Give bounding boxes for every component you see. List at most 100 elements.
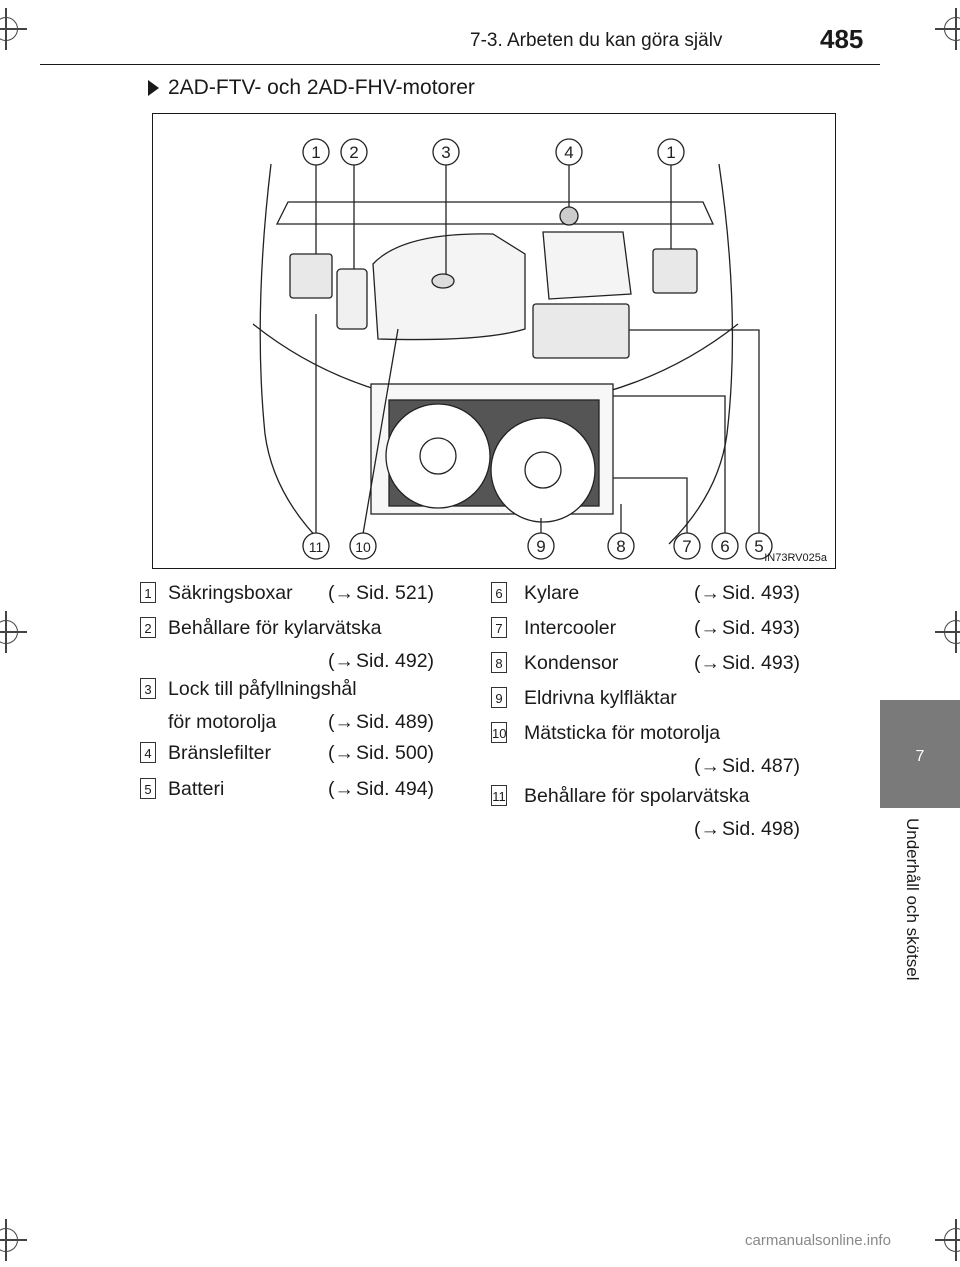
legend-badge: 9 — [491, 687, 507, 708]
right-fender-line — [668, 163, 734, 545]
ref-open-paren: ( — [328, 778, 335, 800]
ref-open-paren: ( — [328, 742, 335, 764]
legend-label: Kylare — [524, 582, 580, 604]
crop-mark-mr — [935, 611, 960, 653]
crop-mark-tl — [0, 8, 27, 50]
legend-page-ref: (→Sid. 494) — [328, 776, 434, 802]
legend-badge: 4 — [140, 742, 156, 763]
callout-bottom-circle-1 — [349, 532, 377, 560]
legend-label: Batteri — [168, 778, 225, 800]
callout-top-label-0: 1 — [311, 143, 320, 162]
legend-badge: 11 — [491, 785, 507, 806]
chapter-title: Underhåll och skötsel — [903, 818, 922, 981]
arrow-right-icon: → — [334, 650, 355, 672]
callout-bottom-circle-6 — [745, 532, 773, 560]
callout-bottom-circle-2 — [527, 532, 555, 560]
arrow-right-icon: → — [700, 652, 721, 674]
legend-label: Eldrivna kylfläktar — [524, 687, 677, 709]
callout-bottom-circle-0 — [302, 532, 330, 560]
callout-top-circle-4 — [657, 138, 685, 166]
callout-bottom-circle-4 — [673, 532, 701, 560]
callout-top-circle-0 — [302, 138, 330, 166]
legend-page-ref: (→Sid. 489) — [328, 709, 434, 735]
ref-page: Sid. 493) — [722, 617, 801, 639]
legend-label: Behållare för spolarvätska — [524, 785, 750, 807]
chapter-number: 7 — [915, 748, 925, 765]
figure-code: IN73RV025a — [764, 552, 827, 564]
callout-bottom-label-2: 9 — [536, 537, 545, 556]
legend-badge: 6 — [491, 582, 507, 603]
arrow-right-icon: → — [334, 742, 355, 764]
callout-top-label-2: 3 — [441, 143, 450, 162]
legend-badge: 10 — [491, 722, 507, 743]
callout-bottom-circle-5 — [711, 532, 739, 560]
callout-bottom-label-3: 8 — [616, 537, 625, 556]
legend-label-line2: för motorolja — [168, 711, 277, 733]
callout-bottom-label-5: 6 — [720, 537, 729, 556]
callout-bottom-circle-3 — [607, 532, 635, 560]
fuse-box-right — [652, 248, 698, 294]
coolant-reservoir — [336, 268, 368, 330]
ref-open-paren: ( — [694, 582, 701, 604]
header-divider — [40, 64, 880, 65]
callout-top-circle-1 — [340, 138, 368, 166]
ref-open-paren: ( — [694, 818, 701, 840]
leader-7 — [613, 477, 688, 534]
arrow-right-icon: → — [700, 818, 721, 840]
legend-badge: 8 — [491, 652, 507, 673]
crop-mark-tr — [935, 8, 960, 50]
ref-page: Sid. 500) — [356, 742, 435, 764]
ref-open-paren: ( — [694, 617, 701, 639]
ref-page: Sid. 487) — [722, 755, 801, 777]
callout-top-label-3: 4 — [564, 143, 573, 162]
legend-page-ref: (→Sid. 521) — [328, 580, 434, 606]
callout-top-circle-3 — [555, 138, 583, 166]
fan-hub-left — [419, 437, 457, 475]
ref-open-paren: ( — [328, 711, 335, 733]
legend-badge: 2 — [140, 617, 156, 638]
arrow-right-icon: → — [334, 711, 355, 733]
ref-open-paren: ( — [694, 652, 701, 674]
cowl-panel — [275, 201, 715, 225]
arrow-right-icon: → — [334, 778, 355, 800]
legend-label: Bränslefilter — [168, 742, 271, 764]
leader-10 — [362, 328, 399, 535]
legend-label: Mätsticka för motorolja — [524, 722, 721, 744]
legend-page-ref: (→Sid. 493) — [694, 615, 800, 641]
callout-top-circle-2 — [432, 138, 460, 166]
arrow-right-icon: → — [700, 617, 721, 639]
battery — [532, 303, 630, 359]
ref-page: Sid. 493) — [722, 582, 801, 604]
section-title: 7-3. Arbeten du kan göra själv — [470, 30, 723, 51]
ref-page: Sid. 521) — [356, 582, 435, 604]
ref-open-paren: ( — [694, 755, 701, 777]
fuse-box-left — [289, 253, 333, 299]
crop-mark-bl — [0, 1219, 27, 1261]
legend-label: Kondensor — [524, 652, 619, 674]
footer-watermark: carmanualsonline.info — [745, 1232, 891, 1249]
air-cleaner — [542, 231, 632, 300]
callout-bottom-label-1: 10 — [355, 539, 371, 555]
fan-hub-right — [524, 451, 562, 489]
legend-page-ref: (→Sid. 493) — [694, 580, 800, 606]
crop-mark-ml — [0, 611, 27, 653]
legend-page-ref: (→Sid. 493) — [694, 650, 800, 676]
crop-mark-br — [935, 1219, 960, 1261]
legend-label: Säkringsboxar — [168, 582, 293, 604]
ref-open-paren: ( — [328, 582, 335, 604]
ref-page: Sid. 498) — [722, 818, 801, 840]
ref-page: Sid. 494) — [356, 778, 435, 800]
callout-bottom-label-0: 11 — [309, 539, 324, 555]
leader-5 — [629, 329, 760, 534]
ref-page: Sid. 492) — [356, 650, 435, 672]
legend-badge: 7 — [491, 617, 507, 638]
leader-6 — [613, 395, 726, 534]
ref-page: Sid. 489) — [356, 711, 435, 733]
chapter-tab — [880, 700, 960, 808]
arrow-right-icon: → — [334, 582, 355, 604]
legend-badge: 3 — [140, 678, 156, 699]
